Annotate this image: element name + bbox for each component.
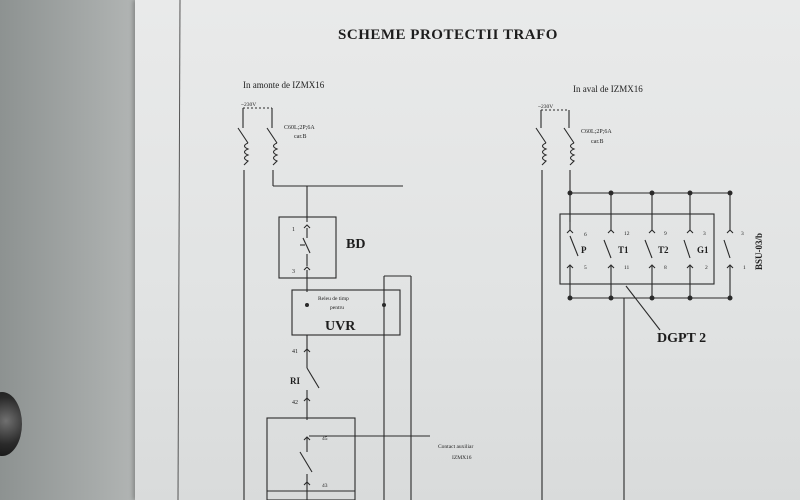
left-breaker xyxy=(237,107,279,166)
margin-line xyxy=(177,0,181,500)
bd-bottom-pin: 3 xyxy=(292,269,295,275)
contact-t2-bottom-pin: 8 xyxy=(664,265,667,271)
aux-note-line1: Contact auxiliar xyxy=(438,444,473,450)
contact-t1-bottom-pin: 11 xyxy=(624,265,630,271)
paper-sheet xyxy=(135,0,800,500)
right-breaker xyxy=(535,109,576,166)
right-breaker-rating: C60L;2P;6A xyxy=(581,129,612,135)
bd-label: BD xyxy=(346,237,365,252)
ri-label: RI xyxy=(290,376,300,386)
left-breaker-rating: C60L;2P;6A xyxy=(284,125,315,131)
contact-bsu-top-pin: 3 xyxy=(741,231,744,237)
contact-t2-top-pin: 9 xyxy=(664,231,667,237)
right-breaker-curve: car.B xyxy=(591,139,604,145)
relay-terminal-left xyxy=(305,303,309,307)
left-breaker-curve: car.B xyxy=(294,134,307,140)
aux-contact-box xyxy=(266,417,356,500)
contact-t2-label: T2 xyxy=(658,245,669,255)
ri-bottom-pin: 42 xyxy=(292,400,298,406)
aux-contact xyxy=(299,451,313,473)
dgpt-box xyxy=(559,213,715,285)
bd-top-pin: 1 xyxy=(292,227,295,233)
left-section-heading: In amonte de IZMX16 xyxy=(243,80,325,90)
ri-contact xyxy=(306,367,320,389)
uvr-label: UVR xyxy=(325,319,356,334)
aux-bottom-pin: 43 xyxy=(322,483,328,489)
dgpt-column-t2 xyxy=(644,190,656,301)
contact-g1-top-pin: 3 xyxy=(703,231,706,237)
ri-top-pin: 41 xyxy=(292,349,298,355)
contact-p-top-pin: 6 xyxy=(584,232,587,238)
dgpt-label: DGPT 2 xyxy=(657,331,706,346)
uvr-relay-box xyxy=(291,289,401,336)
relay-label-line1: Releu de timp xyxy=(318,296,349,302)
contact-p-bottom-pin: 5 xyxy=(584,265,587,271)
dgpt-column-p xyxy=(566,190,579,301)
dgpt-column-g1 xyxy=(683,190,694,301)
right-voltage-label: ~230V xyxy=(538,104,553,110)
dgpt-column-t1 xyxy=(603,190,615,301)
contact-g1-label: G1 xyxy=(697,245,709,255)
right-section-heading: In aval de IZMX16 xyxy=(573,84,643,94)
aux-top-pin: 45 xyxy=(322,436,328,442)
aux-note-line2: IZMX16 xyxy=(452,455,472,461)
bd-contact xyxy=(300,224,311,271)
dgpt-column-bsu xyxy=(723,190,734,301)
left-voltage-label: ~230V xyxy=(241,102,256,108)
contact-t1-label: T1 xyxy=(618,245,629,255)
desk-background xyxy=(0,0,140,500)
contact-g1-bottom-pin: 2 xyxy=(705,265,708,271)
dgpt-leader-line xyxy=(625,285,661,331)
contact-bsu-bottom-pin: 1 xyxy=(743,265,746,271)
diagram-title: SCHEME PROTECTII TRAFO xyxy=(338,27,558,43)
contact-p-label: P xyxy=(581,245,587,255)
relay-label-line2: pentru xyxy=(330,305,344,311)
dark-knob-object xyxy=(0,392,22,456)
contact-bsu-label: BSU-03/b xyxy=(754,233,764,270)
contact-t1-top-pin: 12 xyxy=(624,231,630,237)
